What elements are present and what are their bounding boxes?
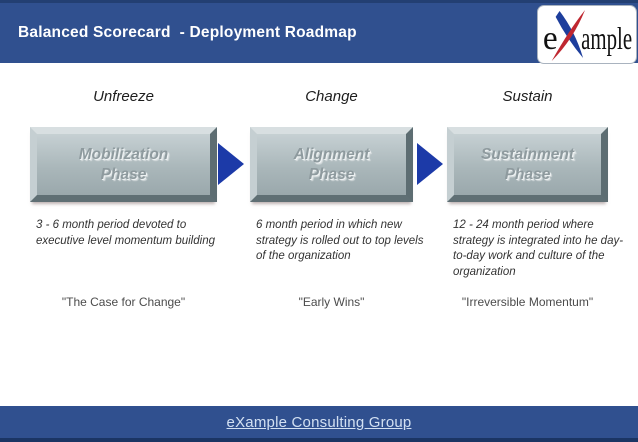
logo-red-swoosh-icon	[551, 10, 586, 61]
phase-label: Sustainment Phase	[480, 146, 574, 183]
stage-label-change: Change	[305, 88, 358, 105]
phase-box-alignment: Alignment Phase	[250, 127, 413, 202]
phase-quote: "Early Wins"	[298, 295, 365, 309]
phase-description: 3 - 6 month period devoted to executive …	[36, 219, 215, 247]
phase-box-sustainment: Sustainment Phase	[447, 127, 608, 202]
phase-box-mobilization: Mobilization Phase	[30, 127, 217, 202]
footer-band: eXample Consulting Group	[0, 406, 638, 438]
phase-quote: "Irreversible Momentum"	[461, 295, 594, 309]
stage-label-sustain: Sustain	[502, 88, 553, 105]
logo-suffix: ample	[581, 21, 632, 56]
arrow-right-icon	[417, 143, 443, 185]
page-title: Balanced Scorecard - Deployment Roadmap	[18, 24, 357, 41]
company-logo: e ample	[537, 5, 637, 64]
column-unfreeze: Unfreeze Mobilization Phase 3 - 6 month …	[30, 88, 217, 320]
footer-strip	[0, 438, 638, 442]
footer-link[interactable]: eXample Consulting Group	[226, 413, 412, 431]
column-sustain: Sustain Sustainment Phase 12 - 24 month …	[447, 88, 623, 320]
stage-label-unfreeze: Unfreeze	[93, 88, 154, 105]
example-logo-icon: e ample	[543, 10, 632, 61]
phase-quote: "The Case for Change"	[61, 295, 186, 309]
phase-description: 6 month period in which new strategy is …	[256, 219, 424, 263]
column-change: Change Alignment Phase 6 month period in…	[250, 88, 423, 320]
phase-description: 12 - 24 month period where strategy is i…	[453, 219, 624, 278]
header-band: Balanced Scorecard - Deployment Roadmap …	[0, 0, 638, 64]
arrow-right-icon	[218, 143, 244, 185]
phase-label: Mobilization Phase	[78, 146, 169, 183]
phase-label: Alignment Phase	[293, 146, 370, 183]
logo-prefix: e	[543, 20, 558, 57]
